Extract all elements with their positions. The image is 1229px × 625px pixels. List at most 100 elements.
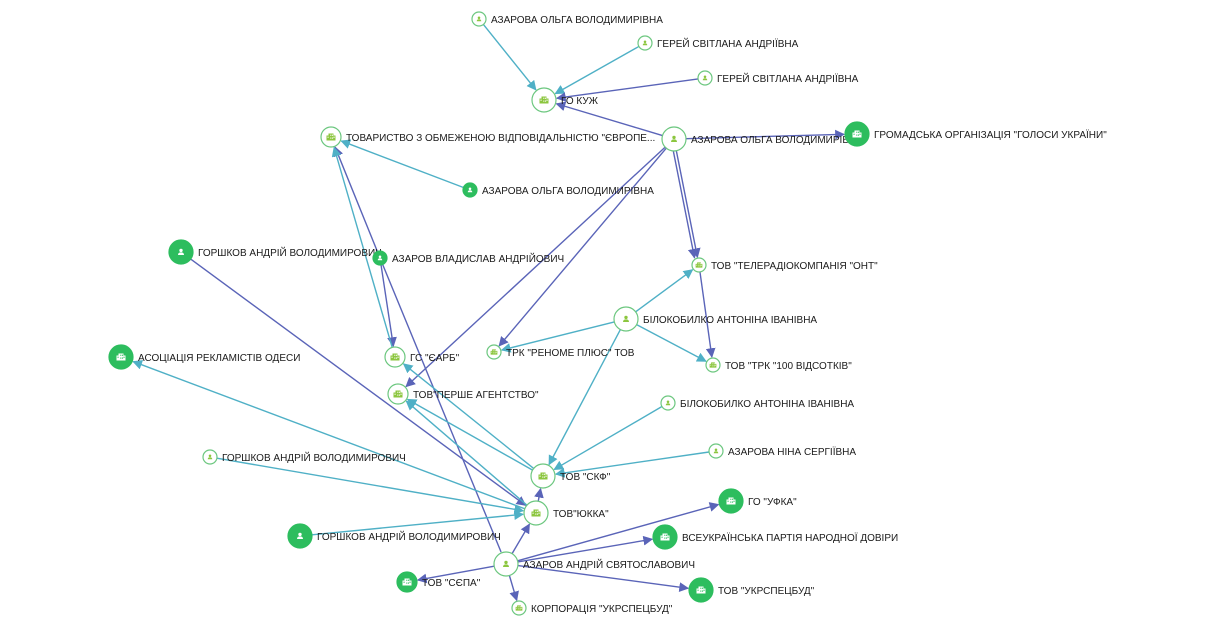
- graph-node-organization[interactable]: КОРПОРАЦІЯ "УКРСПЕЦБУД": [511, 600, 673, 616]
- edge-n16-n5: [331, 146, 393, 348]
- graph-node-person[interactable]: ГОРШКОВ АНДРІЙ ВОЛОДИМИРОВИЧ: [168, 239, 382, 265]
- node-label: БІЛОКОБИЛКО АНТОНІНА ІВАНІВНА: [680, 399, 854, 410]
- building-icon: [490, 349, 498, 355]
- edge-n12-n11: [635, 269, 694, 313]
- edge-n21-n16: [402, 363, 535, 470]
- node-label: АЗАРОВА ОЛЬГА ВОЛОДИМИРІВНА: [482, 186, 654, 197]
- edge-n26-n25: [517, 535, 654, 563]
- graph-node-organization[interactable]: АСОЦІАЦІЯ РЕКЛАМІСТІВ ОДЕСИ: [108, 344, 300, 370]
- node-label: БІЛОКОБИЛКО АНТОНІНА ІВАНІВНА: [643, 315, 817, 326]
- person-icon: [377, 255, 383, 261]
- graph-node-organization[interactable]: ТОВ "ТРК "100 ВІДСОТКІВ": [705, 357, 852, 373]
- edge-n10-n5: [333, 146, 379, 252]
- node-label: ГЕРЕЙ СВІТЛАНА АНДРІЇВНА: [657, 37, 799, 50]
- person-icon: [503, 560, 509, 567]
- graph-node-person[interactable]: ГЕРЕЙ СВІТЛАНА АНДРІЇВНА: [697, 70, 859, 86]
- node-label: ГРОМАДСЬКА ОРГАНІЗАЦІЯ "ГОЛОСИ УКРАЇНИ": [874, 129, 1107, 141]
- graph-node-person[interactable]: АЗАРОВА ОЛЬГА ВОЛОДИМИРІВНА: [471, 11, 663, 27]
- edge-n6-n17: [405, 146, 666, 388]
- graph-node-person[interactable]: ГЕРЕЙ СВІТЛАНА АНДРІЇВНА: [637, 35, 799, 51]
- node-label: АЗАРОВА ОЛЬГА ВОЛОДИМИРІВНА: [691, 135, 863, 146]
- building-icon: [390, 353, 400, 361]
- edge-n12-n21: [548, 329, 622, 466]
- node-label: ГЕРЕЙ СВІТЛАНА АНДРІЇВНА: [717, 72, 859, 85]
- node-label: ТОВАРИСТВО З ОБМЕЖЕНОЮ ВІДПОВІДАЛЬНІСТЮ …: [346, 133, 655, 144]
- graph-node-organization[interactable]: ТОВ"ПЕРШЕ АГЕНТСТВО": [387, 383, 539, 405]
- node-label: ГО КУЖ: [561, 96, 599, 107]
- node-label: ТОВ "СЄПА": [422, 578, 481, 589]
- building-icon: [326, 133, 336, 141]
- edge-n3-n4: [555, 78, 699, 102]
- nodes-layer: АЗАРОВА ОЛЬГА ВОЛОДИМИРІВНА ГЕРЕЙ СВІТЛАН…: [108, 11, 1107, 616]
- graph-node-organization[interactable]: ТРК "РЕНОМЕ ПЛЮС" ТОВ: [486, 344, 635, 360]
- node-label: АЗАРОВ ВЛАДИСЛАВ АНДРІЙОВИЧ: [392, 252, 564, 265]
- graph-node-organization[interactable]: ГО "УФКА": [718, 488, 797, 514]
- graph-node-person[interactable]: АЗАРОВА ОЛЬГА ВОЛОДИМИРІВНА: [462, 182, 654, 198]
- graph-node-organization[interactable]: ВСЕУКРАЇНСЬКА ПАРТІЯ НАРОДНОЇ ДОВІРИ: [652, 524, 898, 550]
- graph-node-organization[interactable]: ТОВ "СЄПА": [396, 571, 481, 593]
- person-icon: [297, 532, 303, 539]
- node-label: ВСЕУКРАЇНСЬКА ПАРТІЯ НАРОДНОЇ ДОВІРИ: [682, 532, 898, 544]
- person-icon: [671, 135, 677, 142]
- edge-n26-n22: [511, 523, 531, 555]
- node-label: ТРК "РЕНОМЕ ПЛЮС" ТОВ: [506, 348, 635, 359]
- building-icon: [393, 390, 403, 398]
- edge-n22-n17: [405, 400, 528, 506]
- edge-n22-n15: [132, 360, 526, 510]
- building-icon: [696, 586, 706, 594]
- node-label: АСОЦІАЦІЯ РЕКЛАМІСТІВ ОДЕСИ: [138, 353, 300, 364]
- edges-layer: [132, 24, 845, 602]
- node-label: ТОВ "ТЕЛЕРАДІОКОМПАНІЯ "ОНТ": [711, 261, 878, 272]
- edge-n6-n4: [555, 101, 663, 137]
- graph-node-person[interactable]: АЗАРОВ ВЛАДИСЛАВ АНДРІЙОВИЧ: [372, 250, 564, 266]
- graph-node-person[interactable]: АЗАРОВ АНДРІЙ СВЯТОСЛАВОВИЧ: [493, 551, 695, 577]
- graph-node-person[interactable]: АЗАРОВА ОЛЬГА ВОЛОДИМИРІВНА: [661, 126, 863, 152]
- graph-node-organization[interactable]: ГО КУЖ: [531, 87, 599, 113]
- building-icon: [709, 362, 717, 368]
- edge-n10-n16: [380, 264, 397, 348]
- graph-node-organization[interactable]: ТОВ"ЮККА": [523, 500, 609, 526]
- edge-n10-n26: [382, 264, 502, 553]
- node-label: ТОВ "УКРСПЕЦБУД": [718, 586, 815, 597]
- graph-node-person[interactable]: БІЛОКОБИЛКО АНТОНІНА ІВАНІВНА: [613, 306, 817, 332]
- node-label: ТОВ "СКФ": [560, 472, 611, 483]
- graph-node-person[interactable]: ГОРШКОВ АНДРІЙ ВОЛОДИМИРОВИЧ: [287, 523, 501, 549]
- node-label: АЗАРОВА ОЛЬГА ВОЛОДИМИРІВНА: [491, 15, 663, 26]
- person-icon: [665, 400, 671, 406]
- graph-node-organization[interactable]: ТОВ "ТЕЛЕРАДІОКОМПАНІЯ "ОНТ": [691, 257, 878, 273]
- edge-n19-n21: [554, 451, 710, 478]
- edge-n26-n28: [517, 564, 690, 592]
- edge-n12-n13: [500, 321, 615, 353]
- building-icon: [660, 533, 670, 541]
- edge-n6-n13: [498, 147, 667, 347]
- graph-node-organization[interactable]: ТОВАРИСТВО З ОБМЕЖЕНОЮ ВІДПОВІДАЛЬНІСТЮ …: [320, 126, 655, 148]
- graph-node-organization[interactable]: ГРОМАДСЬКА ОРГАНІЗАЦІЯ "ГОЛОСИ УКРАЇНИ": [844, 121, 1107, 147]
- edge-n6-n11: [672, 151, 698, 259]
- building-icon: [515, 605, 523, 611]
- edge-n18-n21: [553, 405, 663, 471]
- edge-n26-n27: [416, 565, 495, 584]
- graph-node-organization[interactable]: ТОВ "СКФ": [530, 463, 611, 489]
- node-label: ГС "ЄАРБ": [410, 353, 460, 364]
- edge-n26-n24: [517, 502, 720, 562]
- building-icon: [726, 497, 736, 505]
- building-icon: [538, 472, 548, 480]
- edge-n26-n29: [508, 575, 519, 602]
- edge-n23-n22: [311, 510, 525, 536]
- graph-node-person[interactable]: ГОРШКОВ АНДРІЙ ВОЛОДИМИРОВИЧ: [202, 449, 406, 465]
- node-label: КОРПОРАЦІЯ "УКРСПЕЦБУД": [531, 604, 673, 615]
- graph-node-person[interactable]: АЗАРОВА НІНА СЕРГІЇВНА: [708, 443, 856, 459]
- building-icon: [695, 262, 703, 268]
- edge-n20-n22: [216, 457, 525, 515]
- building-icon: [116, 353, 126, 361]
- node-label: ГО "УФКА": [748, 497, 797, 508]
- edge-n2-n4: [554, 45, 640, 95]
- node-label: ГОРШКОВ АНДРІЙ ВОЛОДИМИРОВИЧ: [222, 451, 406, 464]
- person-icon: [467, 187, 473, 193]
- graph-node-person[interactable]: БІЛОКОБИЛКО АНТОНІНА ІВАНІВНА: [660, 395, 854, 411]
- edge-n6-n7: [685, 129, 845, 140]
- person-icon: [713, 448, 719, 454]
- graph-node-organization[interactable]: ТОВ "УКРСПЕЦБУД": [688, 577, 815, 603]
- graph-node-organization[interactable]: ГС "ЄАРБ": [384, 346, 460, 368]
